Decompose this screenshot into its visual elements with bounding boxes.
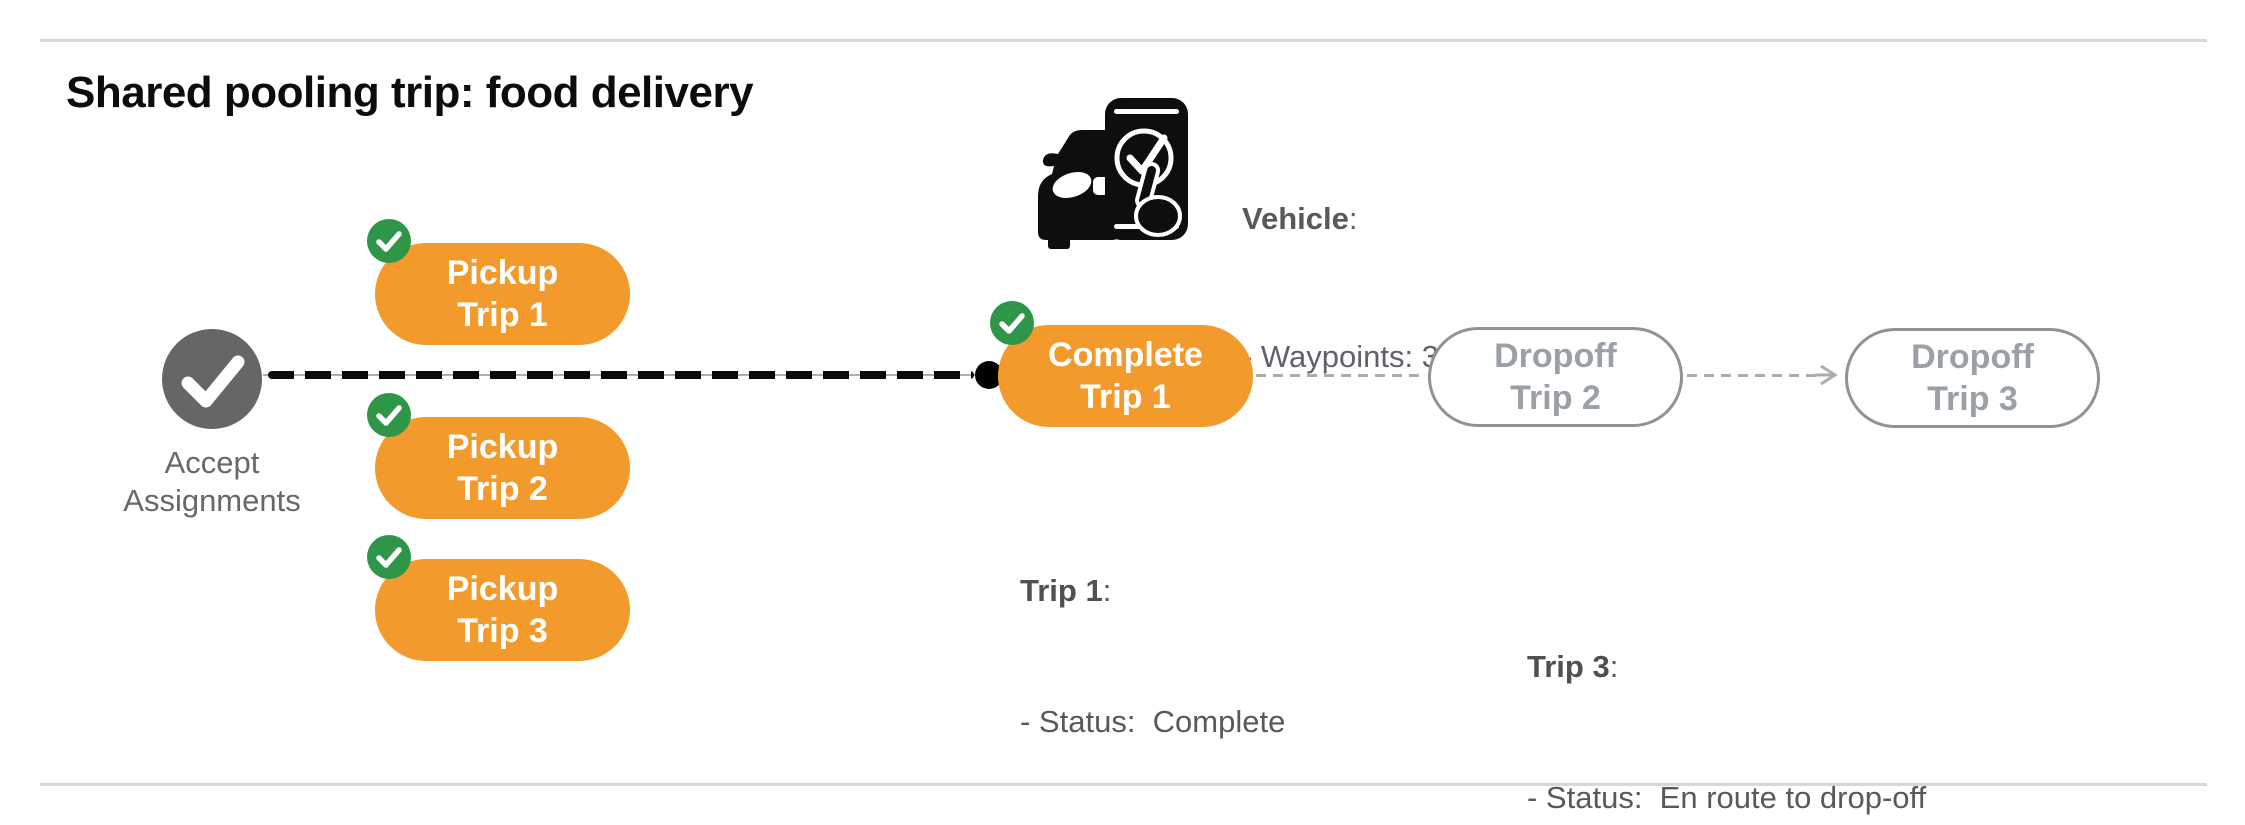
node-complete-trip-1: Complete Trip 1 bbox=[990, 301, 1253, 427]
vehicle-label: Vehicle: bbox=[1242, 201, 1358, 236]
node-pickup-trip-2: Pickup Trip 2 bbox=[367, 393, 630, 519]
future-route-line-2 bbox=[1687, 374, 1817, 377]
trip-status-block-2: Trip 3: - Status: En route to drop-off -… bbox=[1527, 558, 1926, 825]
top-divider bbox=[40, 39, 2207, 42]
node-dropoff-trip-3: Dropoff Trip 3 bbox=[1845, 328, 2100, 428]
node-pickup-trip-1: Pickup Trip 1 bbox=[367, 219, 630, 345]
status-line: - Status: En route to drop-off bbox=[1527, 779, 1927, 815]
accept-assignments-label: Accept Assignments bbox=[123, 445, 301, 518]
check-badge-icon bbox=[367, 535, 411, 579]
arrow-right-icon bbox=[1815, 364, 1838, 386]
status-line: - Status: Complete bbox=[1020, 703, 1286, 739]
vehicle-waypoints: - Waypoints: 3 bbox=[1242, 339, 1439, 374]
status-line: Trip 1: bbox=[1020, 573, 1112, 608]
node-dropoff-trip-2: Dropoff Trip 2 bbox=[1428, 327, 1683, 427]
check-badge-icon bbox=[367, 393, 411, 437]
future-route-line-1 bbox=[1256, 374, 1426, 377]
status-line: Trip 3: bbox=[1527, 649, 1619, 684]
bottom-divider bbox=[40, 783, 2207, 786]
car-phone-check-icon bbox=[1038, 98, 1188, 249]
check-badge-icon bbox=[367, 219, 411, 263]
check-badge-icon bbox=[990, 301, 1034, 345]
accept-assignments-node bbox=[162, 329, 262, 429]
page-title: Shared pooling trip: food delivery bbox=[66, 68, 754, 117]
node-pickup-trip-3: Pickup Trip 3 bbox=[367, 535, 630, 661]
route-dashed-line bbox=[268, 371, 974, 379]
check-icon bbox=[181, 355, 245, 408]
trip-status-block-1: Trip 1: - Status: Complete - Remaining w… bbox=[1020, 482, 1419, 825]
vehicle-info: Vehicle: - Waypoints: 3 bbox=[1242, 104, 1439, 472]
